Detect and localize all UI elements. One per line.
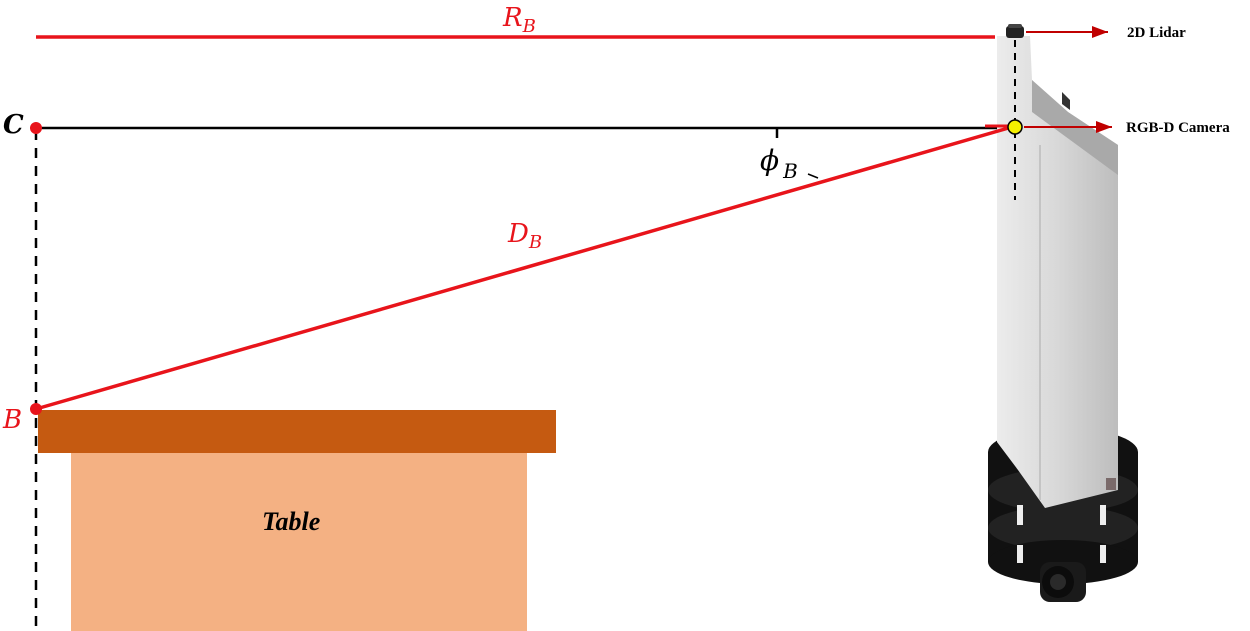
point-b-label: B — [2, 405, 22, 435]
distance-label: DB — [507, 219, 542, 253]
table-label: Table — [262, 507, 320, 536]
angle-arc-mark — [807, 173, 819, 179]
camera-point — [1007, 119, 1023, 135]
point-c-label: C — [3, 110, 24, 140]
point-b — [30, 403, 42, 415]
distance-line-db — [35, 125, 1013, 411]
camera-label: RGB-D Camera — [1126, 120, 1230, 136]
lidar-sensor — [1006, 24, 1024, 38]
tabletop — [38, 410, 556, 453]
robot-body — [997, 36, 1118, 508]
range-label: RB — [502, 3, 536, 37]
point-c — [30, 122, 42, 134]
table-body — [71, 453, 527, 631]
lidar-label: 2D Lidar — [1127, 25, 1186, 41]
